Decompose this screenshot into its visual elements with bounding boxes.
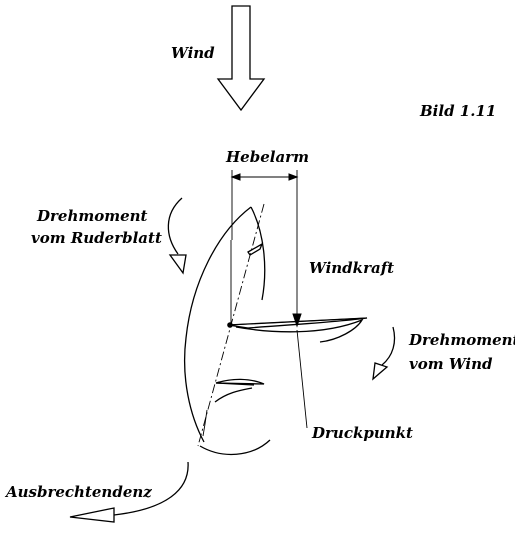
rudder-torque-arrowhead <box>168 254 187 275</box>
rudder-sweep-arc <box>199 439 271 456</box>
wind-force-label: Windkraft <box>309 259 394 277</box>
lever-arm-label: Hebelarm <box>225 148 309 166</box>
rudder-torque-label-line1: Drehmoment <box>36 207 148 225</box>
breakout-arc <box>113 461 189 516</box>
wind-torque-arrowhead <box>372 362 389 381</box>
breakout-arrowhead <box>69 507 115 523</box>
main-sail-curve <box>235 318 364 343</box>
lever-arm-left-tick <box>230 173 241 181</box>
main-sail-boom <box>227 317 368 326</box>
pressure-point-leader <box>296 329 308 429</box>
rudder-torque-arc <box>167 197 183 255</box>
breakout-tendency-label: Ausbrechtendenz <box>4 483 152 501</box>
mizzen-boom-stroke <box>215 382 255 386</box>
pressure-point-label: Druckpunkt <box>311 424 413 442</box>
wind-arrow <box>216 5 266 112</box>
wind-torque-arc <box>381 326 396 366</box>
boat-hull <box>183 206 252 443</box>
wind-torque-label-line1: Drehmoment <box>408 331 515 349</box>
boat-transom-starboard <box>214 387 253 403</box>
mast-point <box>227 322 233 328</box>
lever-arm-right-tick <box>288 173 299 181</box>
figure-label: Bild 1.11 <box>419 102 496 120</box>
rudder-torque-label-line2: vom Ruderblatt <box>31 229 162 247</box>
rudder-stock <box>202 409 208 437</box>
wind-label: Wind <box>171 44 215 62</box>
mizzen-sail <box>215 378 265 385</box>
wind-torque-label-line2: vom Wind <box>409 355 493 373</box>
wind-force-arrowhead <box>292 313 302 328</box>
jib-sail <box>247 242 264 256</box>
boat-hull-starboard <box>250 206 266 301</box>
